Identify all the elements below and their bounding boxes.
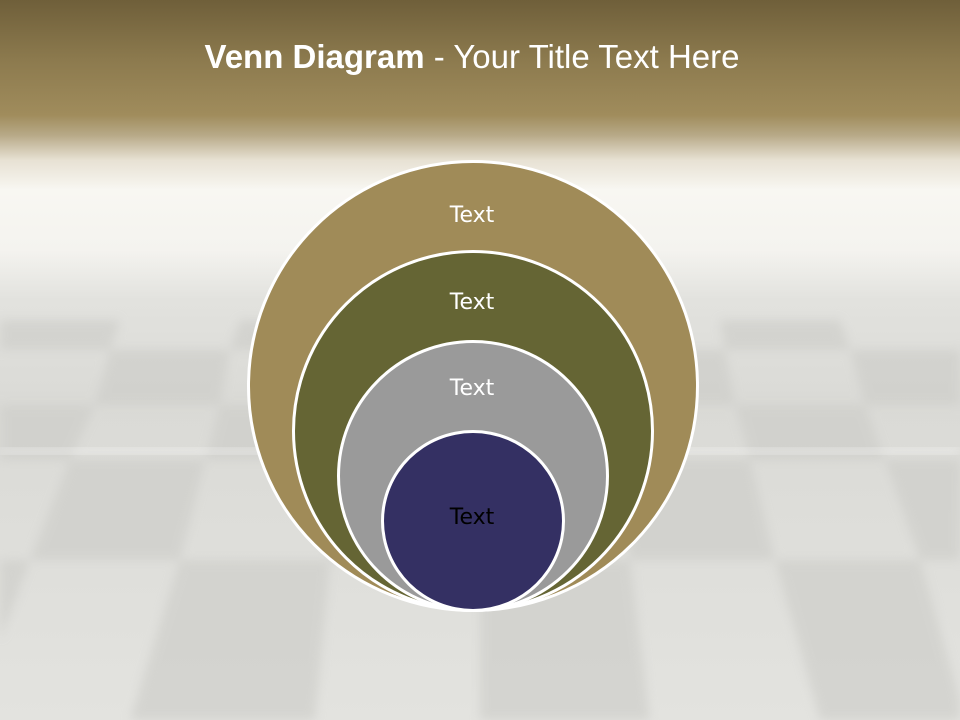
venn-label-third: Text xyxy=(449,376,495,401)
title-rest: - Your Title Text Here xyxy=(424,38,740,75)
title-bold: Venn Diagram xyxy=(204,38,425,75)
venn-label-inner: Text xyxy=(449,505,495,530)
venn-label-outer: Text xyxy=(449,203,495,228)
venn-label-second: Text xyxy=(449,290,495,315)
slide-title: Venn Diagram - Your Title Text Here xyxy=(0,38,944,76)
venn-circle-inner xyxy=(381,430,565,612)
